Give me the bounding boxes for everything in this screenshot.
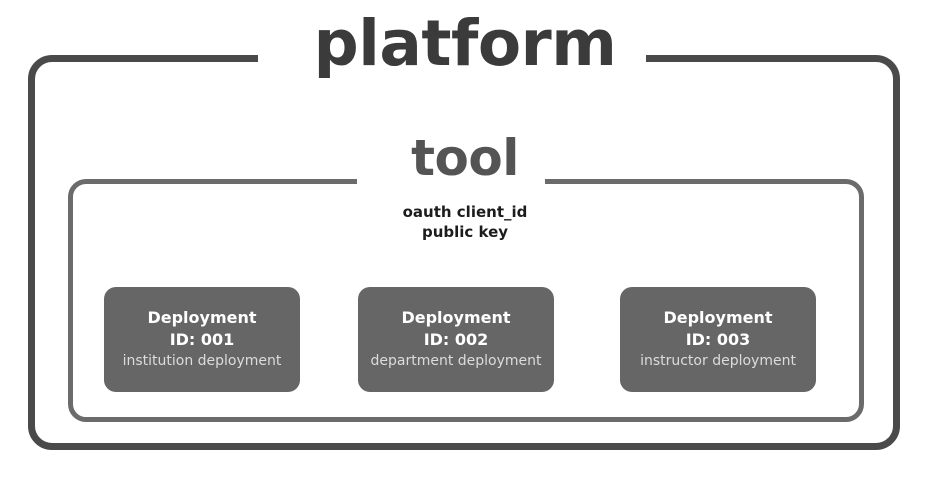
deployment-id: ID: 002 [423, 330, 489, 349]
deployment-card-001[interactable]: Deployment ID: 001 institution deploymen… [104, 287, 300, 392]
tool-label-gap [357, 173, 545, 190]
deployment-id: ID: 003 [685, 330, 751, 349]
tool-label: tool [411, 129, 519, 187]
deployment-title: Deployment [401, 308, 511, 328]
platform-label-gap [258, 47, 646, 69]
deployment-id: ID: 001 [169, 330, 235, 349]
platform-label: platform [313, 7, 617, 80]
deployment-card-003[interactable]: Deployment ID: 003 instructor deployment [620, 287, 816, 392]
deployment-description: department deployment [370, 352, 542, 369]
tool-attributes: oauth client_id public key [0, 202, 930, 243]
deployment-description: institution deployment [122, 352, 282, 369]
deployment-list: Deployment ID: 001 institution deploymen… [0, 287, 930, 392]
tool-attribute-public-key: public key [421, 223, 509, 242]
tool-attribute-oauth-client-id: oauth client_id [402, 203, 528, 221]
deployment-title: Deployment [663, 308, 773, 328]
deployment-card-002[interactable]: Deployment ID: 002 department deployment [358, 287, 554, 392]
deployment-description: instructor deployment [640, 352, 796, 369]
deployment-title: Deployment [147, 308, 257, 328]
